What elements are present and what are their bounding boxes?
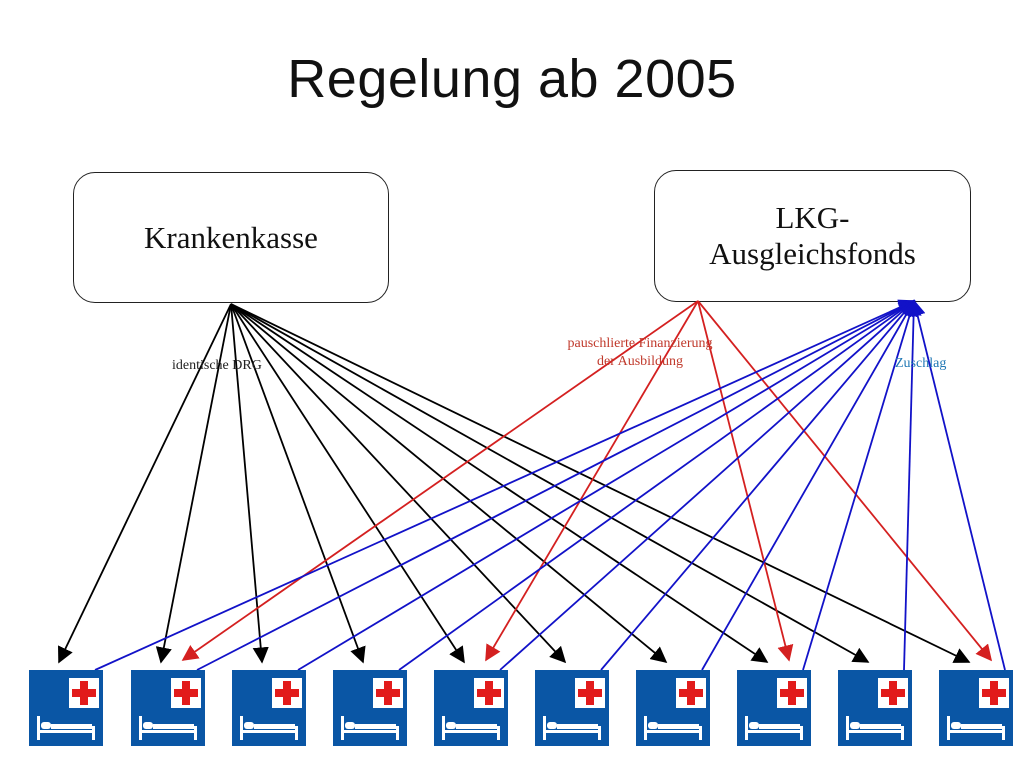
hospital-icon (333, 670, 407, 746)
hospital-bed-icon (139, 716, 197, 740)
red-cross-icon (37, 678, 99, 740)
red-cross-icon (139, 678, 201, 740)
red-cross-icon (644, 678, 706, 740)
hospital-bed-icon (846, 716, 904, 740)
red-cross-icon (543, 678, 605, 740)
edge-ausbildung-10 (697, 300, 993, 662)
hospital-bed-icon (37, 716, 95, 740)
node-lkg-label: LKG- Ausgleichsfonds (709, 200, 916, 271)
edge-drg-1 (58, 303, 232, 664)
edges-identische-drg (58, 303, 971, 664)
hospital-bed-icon (644, 716, 702, 740)
hospital-icon (838, 670, 912, 746)
label-identische-drg: identische DRG (172, 358, 262, 373)
edge-ausbildung-2 (181, 300, 699, 661)
edge-drg-8 (230, 303, 769, 663)
edge-drg-10 (230, 303, 971, 663)
edge-zuschlag-1 (94, 299, 916, 671)
edge-zuschlag-3 (297, 300, 916, 671)
edge-zuschlag-2 (196, 300, 916, 671)
hospital-icon (29, 670, 103, 746)
edge-ausbildung-5 (485, 300, 699, 662)
edge-zuschlag-9 (903, 299, 922, 671)
red-cross-icon (442, 678, 504, 740)
hospital-icon (939, 670, 1013, 746)
hospital-bed-icon (947, 716, 1005, 740)
hospital-bed-icon (442, 716, 500, 740)
hospital-icon (131, 670, 205, 746)
node-krankenkasse-label: Krankenkasse (144, 219, 318, 255)
edge-drg-5 (230, 303, 465, 664)
hospital-icon (737, 670, 811, 746)
edges-ausbildung (181, 300, 993, 662)
hospital-icon (636, 670, 710, 746)
edge-zuschlag-8 (802, 299, 918, 671)
edge-drg-6 (230, 303, 567, 664)
edge-drg-2 (155, 303, 232, 664)
hospital-icon (434, 670, 508, 746)
edge-zuschlag-4 (398, 300, 916, 671)
edge-zuschlag-6 (600, 299, 916, 671)
edge-zuschlag-10 (909, 299, 1006, 671)
edge-zuschlag-5 (499, 299, 916, 671)
node-krankenkasse: Krankenkasse (73, 172, 389, 303)
edge-drg-9 (230, 303, 870, 663)
node-lkg-ausgleichsfonds: LKG- Ausgleichsfonds (654, 170, 971, 302)
edge-ausbildung-8 (697, 300, 794, 662)
red-cross-icon (947, 678, 1009, 740)
slide-title: Regelung ab 2005 (287, 49, 737, 109)
edge-drg-7 (230, 303, 668, 664)
hospital-bed-icon (745, 716, 803, 740)
edge-drg-3 (230, 303, 269, 664)
hospital-icon (232, 670, 306, 746)
hospital-bed-icon (240, 716, 298, 740)
red-cross-icon (745, 678, 807, 740)
edges-zuschlag (94, 299, 1006, 671)
hospital-bed-icon (341, 716, 399, 740)
hospital-bed-icon (543, 716, 601, 740)
hospital-icon (535, 670, 609, 746)
edge-drg-4 (230, 303, 366, 664)
red-cross-icon (846, 678, 908, 740)
label-zuschlag: Zuschlag (895, 356, 947, 371)
red-cross-icon (341, 678, 403, 740)
label-pauschlierte-finanzierung: pauschlierte Finanzierung der Ausbildung (567, 336, 713, 370)
red-cross-icon (240, 678, 302, 740)
edge-zuschlag-7 (701, 299, 915, 671)
